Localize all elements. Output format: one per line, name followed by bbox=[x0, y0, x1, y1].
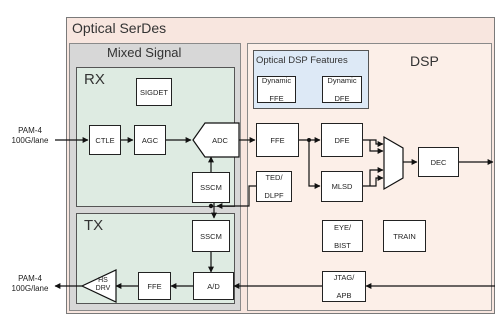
eye-bist-block: EYE/BIST bbox=[322, 220, 363, 252]
tx-output-line2: 100G/lane bbox=[11, 284, 49, 293]
mlsd-block: MLSD bbox=[321, 171, 363, 202]
tx-output-line1: PAM-4 bbox=[18, 274, 42, 283]
dfe-block: DFE bbox=[321, 123, 363, 157]
rx-input-line1: PAM-4 bbox=[18, 126, 42, 135]
da-block: A/D bbox=[193, 272, 234, 300]
ctle-block: CTLE bbox=[89, 125, 121, 155]
rx-input-line2: 100G/lane bbox=[11, 136, 49, 145]
optical-dsp-features-title: Optical DSP Features bbox=[256, 55, 348, 66]
rx-input-label: PAM-4 100G/lane bbox=[6, 126, 54, 146]
ffe-dsp-block: FFE bbox=[256, 123, 299, 157]
adc-label: ADC bbox=[212, 136, 228, 145]
mixed-signal-title: Mixed Signal bbox=[107, 45, 182, 60]
tx-output-label: PAM-4 100G/lane bbox=[6, 274, 54, 294]
ffe-tx-block: FFE bbox=[138, 272, 171, 300]
train-block: TRAIN bbox=[383, 220, 426, 252]
dsp-title: DSP bbox=[410, 53, 439, 69]
ted-dlpf-block: TED/DLPF bbox=[256, 171, 292, 202]
tx-title: TX bbox=[84, 217, 104, 234]
agc-block: AGC bbox=[134, 125, 166, 155]
sigdet-block: SIGDET bbox=[136, 78, 172, 106]
sscm-rx-block: SSCM bbox=[192, 172, 230, 203]
optical-serdes-title: Optical SerDes bbox=[72, 20, 167, 36]
dec-block: DEC bbox=[418, 147, 459, 177]
rx-title: RX bbox=[84, 71, 105, 88]
sscm-tx-block: SSCM bbox=[192, 220, 230, 252]
jtag-apb-block: JTAG/APB bbox=[322, 271, 366, 302]
